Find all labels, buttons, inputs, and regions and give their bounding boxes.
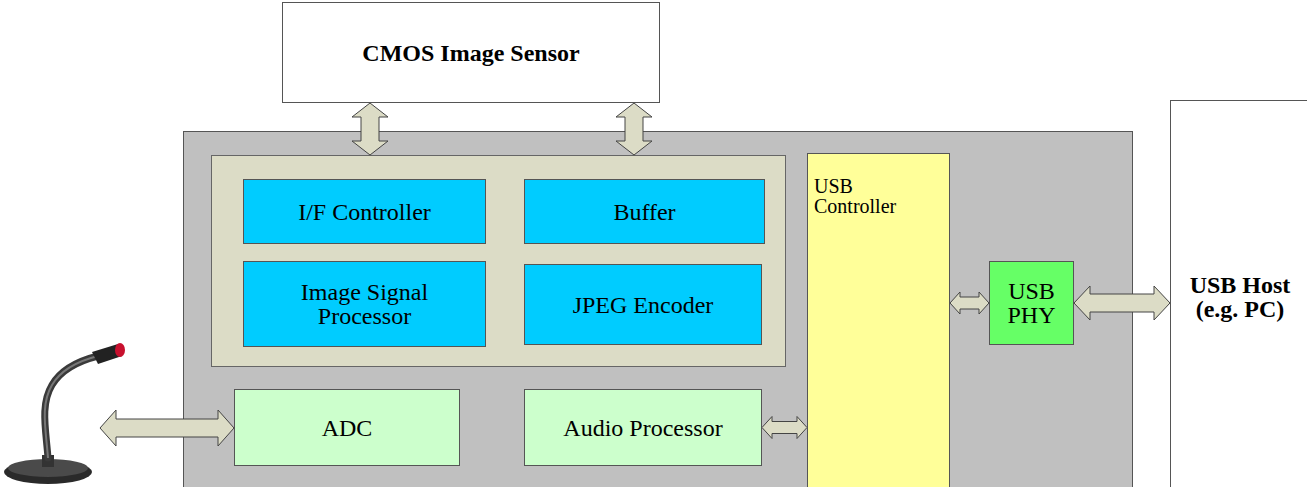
process-box: ADC <box>234 389 460 466</box>
process-box: I/F Controller <box>243 179 486 244</box>
box-label: Buffer <box>613 200 675 224</box>
microphone-illustration <box>4 343 125 484</box>
box-label: Image Signal Processor <box>265 280 465 328</box>
box-label: ADC <box>322 416 373 440</box>
box-label: USB Host (e.g. PC) <box>1180 273 1300 321</box>
process-box: JPEG Encoder <box>524 264 762 345</box>
process-box: Image Signal Processor <box>243 261 486 347</box>
phy-box: USB PHY <box>989 261 1074 345</box>
sensor-box: CMOS Image Sensor <box>282 2 660 103</box>
block-arrow <box>762 417 807 439</box>
block-arrow <box>950 292 989 314</box>
process-box: Buffer <box>524 179 765 244</box>
block-arrow <box>1074 286 1170 320</box>
host-box: USB Host (e.g. PC) <box>1170 100 1307 487</box>
controller-box: USB Controller <box>807 153 950 487</box>
box-label: CMOS Image Sensor <box>362 41 579 65</box>
box-label: Audio Processor <box>563 416 722 440</box>
box-label: JPEG Encoder <box>573 293 714 317</box>
process-box: Audio Processor <box>524 389 762 466</box>
box-label: I/F Controller <box>298 200 431 224</box>
box-label: USB PHY <box>1002 279 1062 327</box>
box-label: USB Controller <box>814 176 934 216</box>
